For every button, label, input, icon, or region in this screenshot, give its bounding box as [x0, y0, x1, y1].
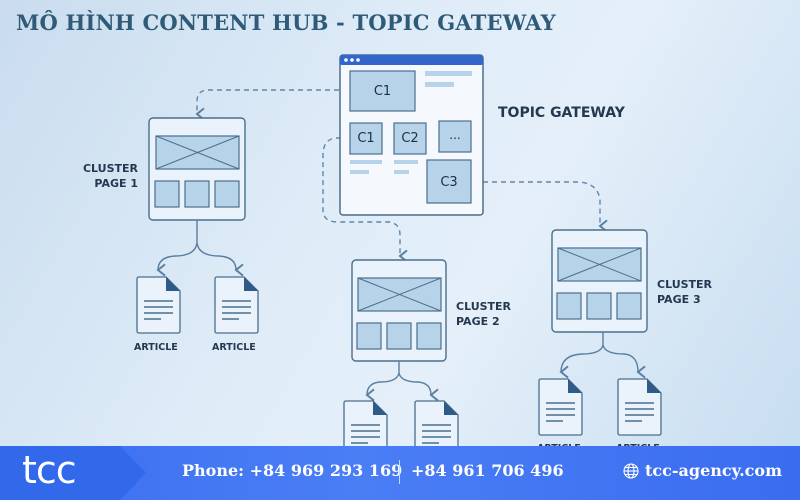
topic-gateway-label: TOPIC GATEWAY [498, 105, 625, 121]
gateway-block-c1-main: C1 [373, 84, 392, 99]
article-doc-icon [538, 378, 583, 436]
gateway-block-c3: C3 [440, 175, 458, 190]
cluster-page-1-label: CLUSTER PAGE 1 [82, 162, 138, 190]
cluster-page-2-label: CLUSTER PAGE 2 [456, 300, 512, 328]
topic-gateway-window [339, 54, 484, 216]
cluster-page-3 [551, 229, 648, 333]
gateway-block-c1: C1 [357, 131, 375, 146]
article-doc-icon [214, 276, 259, 334]
footer-bar: tcc Phone: +84 969 293 169 +84 961 706 4… [0, 446, 800, 500]
divider [399, 460, 400, 484]
page-title: MÔ HÌNH CONTENT HUB - TOPIC GATEWAY [16, 10, 556, 35]
cluster-page-1 [148, 117, 246, 221]
globe-icon [623, 463, 639, 479]
phone-1: Phone: +84 969 293 169 [182, 461, 403, 480]
gateway-block-c2: C2 [401, 131, 419, 146]
branch-connectors [156, 220, 646, 402]
dashed-connectors [195, 89, 608, 263]
article-label: ARTICLE [212, 342, 256, 353]
cluster-page-2 [351, 259, 447, 362]
article-docs [136, 276, 662, 458]
phone-2: +84 961 706 496 [411, 461, 564, 480]
article-doc-icon [617, 378, 662, 436]
gateway-block-more: ... [449, 128, 461, 142]
article-doc-icon [136, 276, 181, 334]
article-label: ARTICLE [134, 342, 178, 353]
tcc-logo: tcc [0, 446, 146, 500]
website-link[interactable]: tcc-agency.com [645, 461, 782, 480]
cluster-page-3-label: CLUSTER PAGE 3 [657, 278, 713, 306]
